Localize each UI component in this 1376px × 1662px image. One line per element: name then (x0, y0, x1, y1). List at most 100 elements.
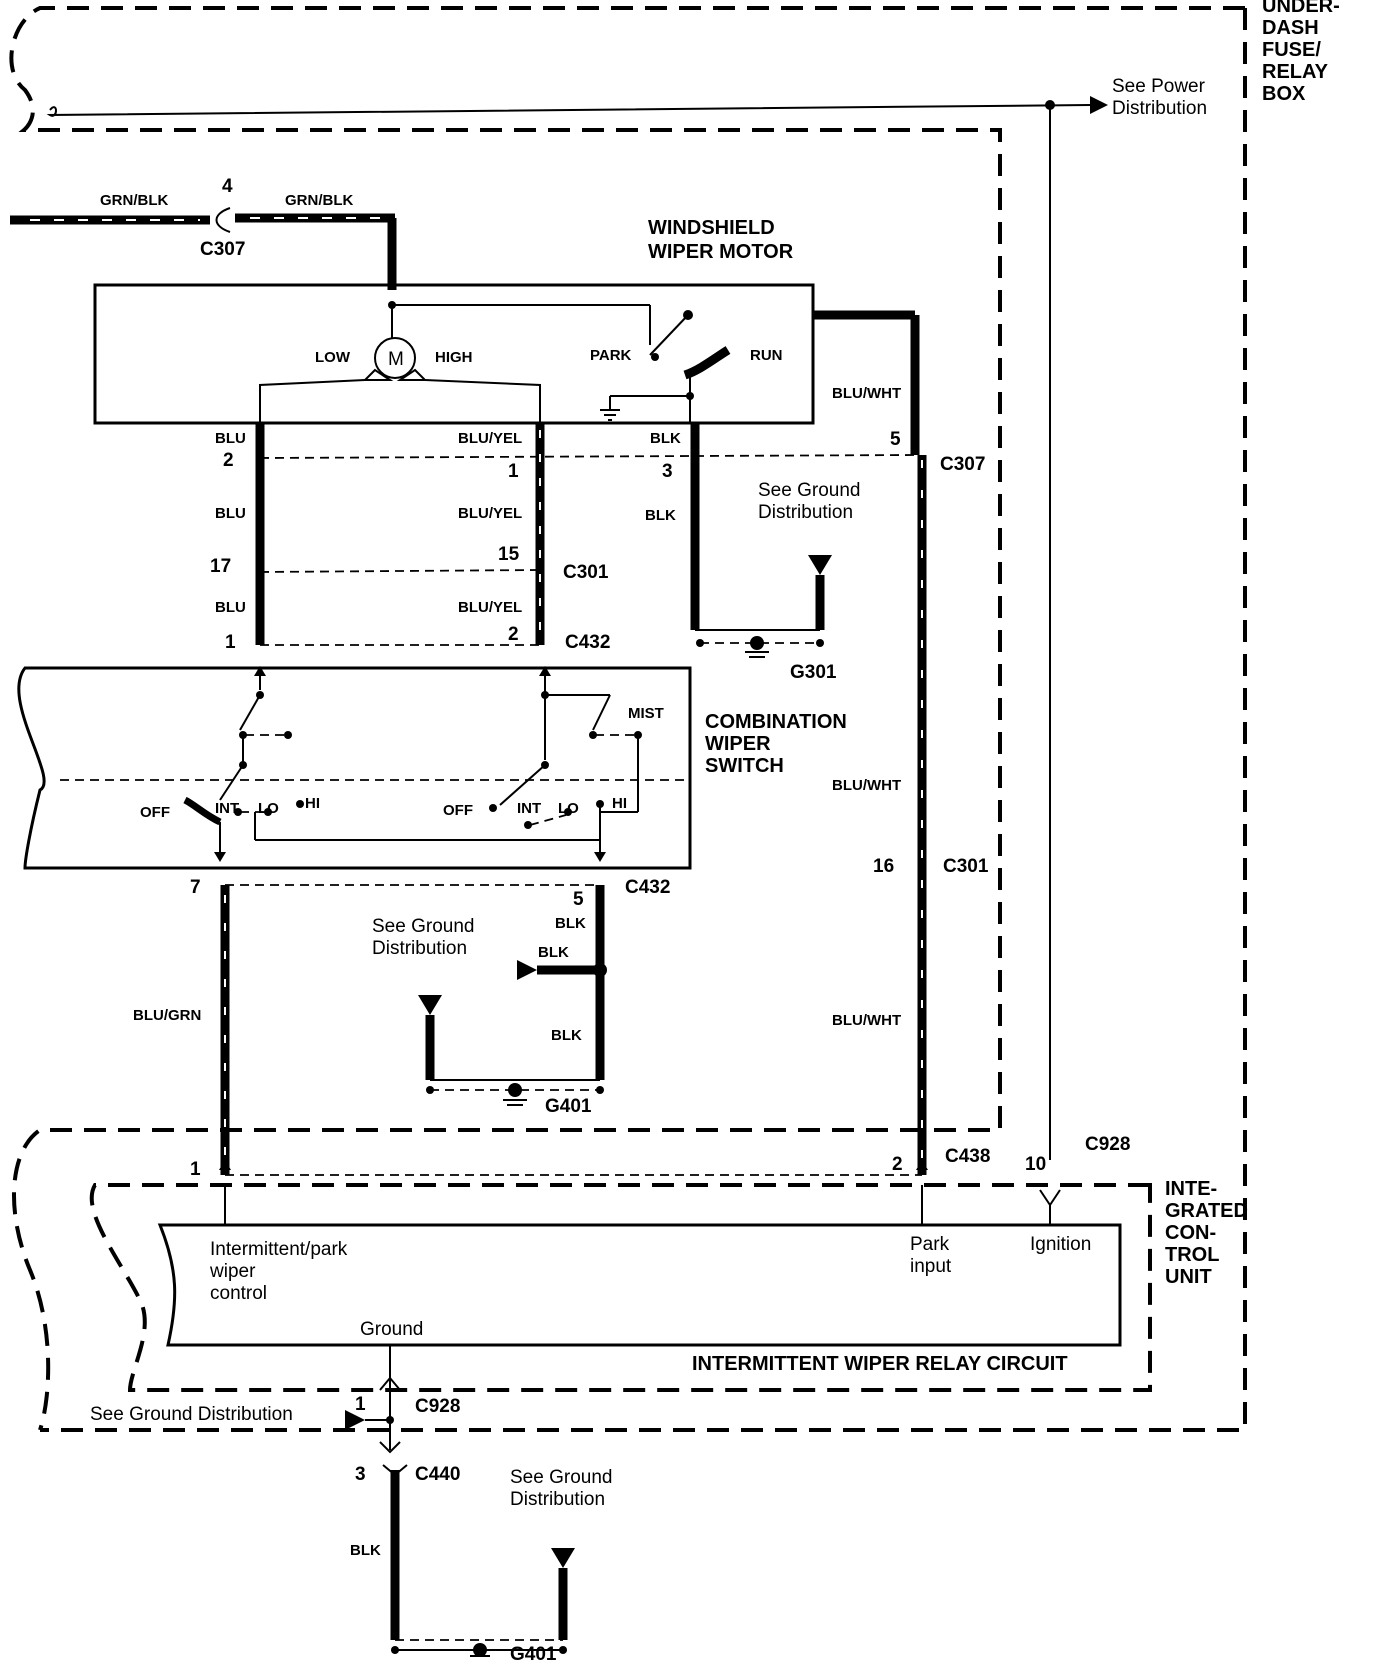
svg-text:control: control (210, 1283, 267, 1304)
svg-text:1: 1 (190, 1159, 201, 1180)
svg-text:C301: C301 (563, 562, 609, 583)
svg-text:UNIT: UNIT (1165, 1266, 1212, 1288)
svg-text:HIGH: HIGH (435, 349, 473, 366)
svg-text:Ground: Ground (360, 1319, 423, 1340)
svg-text:SWITCH: SWITCH (705, 755, 784, 777)
svg-text:BLU: BLU (215, 599, 246, 616)
svg-text:FUSE/: FUSE/ (1262, 39, 1321, 61)
svg-text:Ignition: Ignition (1030, 1234, 1091, 1255)
svg-text:INT: INT (517, 800, 541, 817)
svg-text:MIST: MIST (628, 705, 664, 722)
svg-text:BLK: BLK (650, 430, 681, 447)
svg-text:Park: Park (910, 1234, 950, 1255)
see-ground-distribution-3: See Ground Distribution (90, 1404, 293, 1425)
svg-text:5: 5 (573, 889, 584, 910)
svg-text:CON-: CON- (1165, 1222, 1216, 1244)
svg-text:PARK: PARK (590, 347, 632, 364)
svg-text:BOX: BOX (1262, 83, 1306, 105)
svg-text:C307: C307 (200, 239, 245, 260)
svg-text:C301: C301 (943, 856, 989, 877)
svg-text:Distribution: Distribution (510, 1489, 605, 1510)
svg-text:INTERMITTENT WIPER RELAY CIRCU: INTERMITTENT WIPER RELAY CIRCUIT (692, 1353, 1068, 1375)
svg-text:UNDER-: UNDER- (1262, 0, 1340, 17)
svg-text:BLK: BLK (551, 1027, 582, 1044)
icu-ground-wire: 1 C928 See Ground Distribution 3 C440 BL… (90, 1345, 612, 1662)
power-line: See Power Distribution (46, 76, 1207, 1160)
svg-text:BLU/WHT: BLU/WHT (832, 1012, 901, 1029)
svg-text:DASH: DASH (1262, 17, 1319, 39)
wiper-motor: WINDSHIELD WIPER MOTOR M LOW HIGH PARK R… (93, 217, 920, 455)
blk-wire-g301: BLK BLK 3 See Ground Distribution G301 (645, 423, 860, 683)
svg-text:C432: C432 (625, 877, 670, 898)
svg-text:15: 15 (498, 544, 520, 565)
see-ground-distribution-4: See Ground (510, 1467, 612, 1488)
svg-text:WIPER MOTOR: WIPER MOTOR (648, 241, 794, 263)
svg-text:2: 2 (508, 624, 519, 645)
svg-text:C928: C928 (1085, 1134, 1130, 1155)
combination-wiper-switch: COMBINATION WIPER SWITCH (17, 666, 847, 870)
svg-text:Distribution: Distribution (1112, 98, 1207, 119)
fuse-box-outline (9, 6, 1247, 1432)
svg-text:BLK: BLK (538, 944, 569, 961)
svg-text:WINDSHIELD: WINDSHIELD (648, 217, 775, 239)
svg-text:OFF: OFF (140, 804, 170, 821)
svg-text:4: 4 (222, 176, 233, 197)
svg-text:G401: G401 (510, 1644, 557, 1662)
svg-text:LO: LO (258, 800, 279, 817)
blu-yel-wire: BLU/YEL BLU/YEL BLU/YEL 1 15 2 C301 C432 (458, 423, 610, 653)
svg-text:C438: C438 (945, 1146, 990, 1167)
svg-text:BLU/YEL: BLU/YEL (458, 505, 522, 522)
svg-text:Distribution: Distribution (372, 938, 467, 959)
blk-wire-g401: 5 C432 BLK BLK BLK See Ground Distributi… (372, 877, 670, 1117)
svg-text:Intermittent/park: Intermittent/park (210, 1239, 348, 1260)
svg-text:Distribution: Distribution (758, 502, 853, 523)
svg-text:3: 3 (355, 1464, 366, 1485)
see-power-distribution: See Power (1112, 76, 1206, 97)
svg-text:16: 16 (873, 856, 894, 877)
svg-text:INT: INT (215, 800, 239, 817)
svg-text:BLU/GRN: BLU/GRN (133, 1007, 201, 1024)
see-ground-distribution-2: See Ground (372, 916, 474, 937)
blu-wire: BLU BLU BLU 2 17 1 (210, 423, 265, 653)
svg-text:RUN: RUN (750, 347, 783, 364)
svg-text:C307: C307 (940, 454, 985, 475)
see-ground-distribution-1: See Ground (758, 480, 860, 501)
svg-text:WIPER: WIPER (705, 733, 771, 755)
svg-text:BLK: BLK (350, 1542, 381, 1559)
svg-text:BLU/WHT: BLU/WHT (832, 777, 901, 794)
svg-text:BLU: BLU (215, 430, 246, 447)
svg-text:input: input (910, 1256, 952, 1277)
svg-text:3: 3 (662, 461, 673, 482)
grn-blk-wire: GRN/BLK GRN/BLK 4 C307 (10, 176, 397, 290)
blu-wht-wire: BLU/WHT BLU/WHT BLU/WHT 5 C307 16 C301 (832, 385, 989, 1175)
svg-text:BLU: BLU (215, 505, 246, 522)
svg-text:7: 7 (190, 877, 201, 898)
svg-text:GRATED: GRATED (1165, 1200, 1248, 1222)
svg-text:OFF: OFF (443, 802, 473, 819)
svg-text:2: 2 (892, 1154, 903, 1175)
svg-text:10: 10 (1025, 1154, 1046, 1175)
svg-text:GRN/BLK: GRN/BLK (285, 192, 353, 209)
svg-text:RELAY: RELAY (1262, 61, 1329, 83)
fuse-box-label: UNDER- DASH FUSE/ RELAY BOX (1262, 0, 1340, 105)
svg-text:BLU/YEL: BLU/YEL (458, 599, 522, 616)
svg-text:C928: C928 (415, 1396, 460, 1417)
svg-text:INTE-: INTE- (1165, 1178, 1217, 1200)
svg-text:BLU/WHT: BLU/WHT (832, 385, 901, 402)
svg-text:BLK: BLK (645, 507, 676, 524)
svg-text:BLU/YEL: BLU/YEL (458, 430, 522, 447)
svg-text:HI: HI (612, 795, 627, 812)
svg-text:C432: C432 (565, 632, 610, 653)
integrated-control-unit: 2 C438 10 C928 Intermittent/park wiper c… (89, 1134, 1248, 1392)
svg-text:GRN/BLK: GRN/BLK (100, 192, 168, 209)
motor-symbol: M (388, 349, 404, 370)
svg-text:HI: HI (305, 795, 320, 812)
blu-grn-wire: BLU/GRN 7 1 (133, 877, 230, 1180)
svg-text:G301: G301 (790, 662, 837, 683)
svg-text:TROL: TROL (1165, 1244, 1219, 1266)
svg-text:5: 5 (890, 429, 901, 450)
svg-text:BLK: BLK (555, 915, 586, 932)
svg-text:LO: LO (558, 800, 579, 817)
svg-text:1: 1 (355, 1394, 366, 1415)
